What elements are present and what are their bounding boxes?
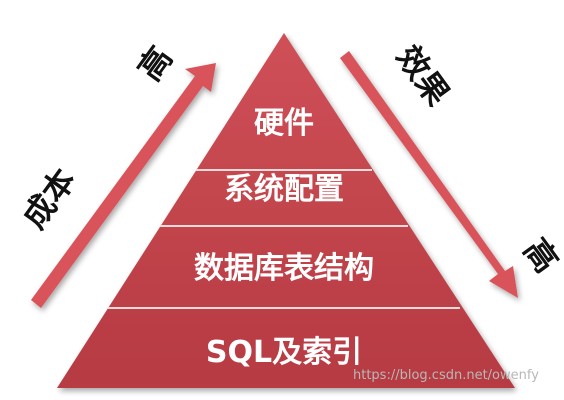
- tier-label-system-config: 系统配置: [224, 172, 344, 207]
- pyramid-dividers: [108, 169, 460, 309]
- tier-label-sql-index: SQL及索引: [206, 335, 362, 370]
- watermark-url: https://blog.csdn.net/owenfy: [353, 368, 539, 383]
- pyramid: [57, 33, 515, 388]
- right-arrow-shape: [340, 51, 518, 298]
- left-cost-arrow: [31, 63, 216, 308]
- tier-label-table-structure: 数据库表结构: [194, 251, 374, 286]
- left-axis-end-label: 高: [130, 39, 180, 87]
- right-effect-arrow: [340, 51, 518, 298]
- pyramid-triangle: [57, 33, 515, 388]
- right-axis-label: 效果: [389, 38, 457, 112]
- tier-label-hardware: 硬件: [254, 106, 314, 141]
- left-arrow-shape: [31, 63, 216, 308]
- right-axis-end-label: 高: [516, 231, 564, 279]
- left-axis-label: 成本: [15, 161, 83, 235]
